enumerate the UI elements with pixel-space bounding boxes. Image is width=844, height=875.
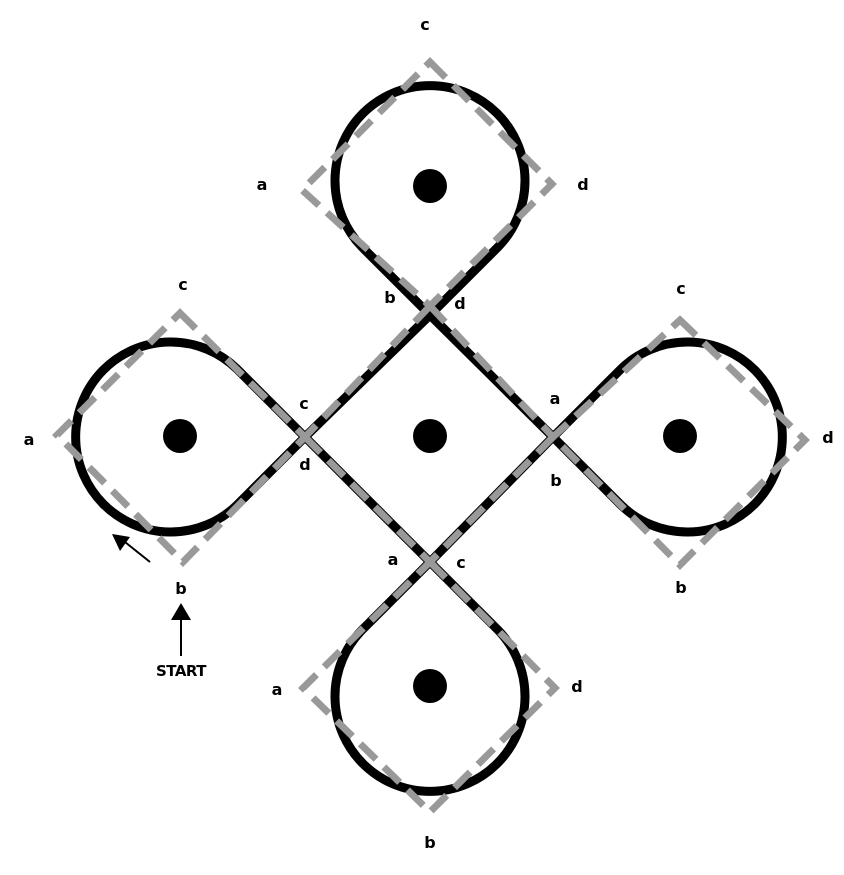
left-loop [71,337,310,537]
bottom-loop [330,557,530,796]
left-dashed-square [52,308,310,567]
point-label: b [424,833,435,852]
point-label: b [675,578,686,597]
point-label: d [822,428,833,447]
dot-icon [163,419,197,453]
point-label: c [299,394,308,413]
dashed-squares [52,57,811,817]
point-label: c [178,275,187,294]
point-label: d [571,677,582,696]
right-dashed-square [547,315,811,570]
point-label: d [454,294,465,313]
dots [163,169,697,703]
arrow-diagonal-icon [112,534,151,563]
knot-path [71,81,787,796]
point-label: c [676,279,685,298]
point-label: a [272,680,283,699]
dashed-cross-bl [302,434,433,565]
dot-icon [663,419,697,453]
dashed-cross-br [427,434,556,565]
point-label: a [388,550,399,569]
point-label: a [550,389,561,408]
top-loop [330,81,530,320]
point-label: b [175,579,186,598]
point-label: c [456,553,465,572]
start-label: START [156,662,207,680]
point-label: b [550,471,561,490]
dot-icon [413,419,447,453]
point-label: b [384,288,395,307]
right-loop [548,337,787,537]
bottom-dashed-square [298,557,560,817]
point-label: c [420,15,429,34]
arrow-up-icon [171,603,191,656]
point-label: a [257,175,268,194]
dot-icon [413,169,447,203]
dot-icon [413,669,447,703]
dashed-cross-tr [427,303,556,440]
point-labels: c a d b d c a c d a d b c c a d b a c a … [24,15,834,852]
dashed-cross-tl [302,303,433,440]
cross-line-top-left [300,310,435,442]
point-label: d [299,455,310,474]
point-label: a [24,430,35,449]
point-label: d [577,175,588,194]
